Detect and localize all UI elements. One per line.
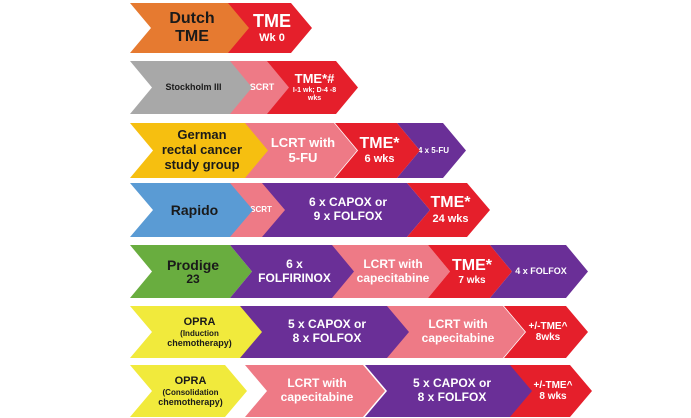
step-label: 24 wks <box>432 212 469 225</box>
step-label: Prodige <box>166 256 220 273</box>
step-label: 5-FU <box>288 149 318 165</box>
step-label: 4 x FOLFOX <box>515 266 567 277</box>
step-label: TME <box>175 28 209 45</box>
step-label: OPRA <box>183 315 216 328</box>
chevron-step: Rapido <box>130 183 255 237</box>
step-label: (Induction <box>180 328 219 338</box>
step-label: +/-TME^ <box>533 379 573 391</box>
step-label: wks <box>307 94 322 102</box>
step-label: +/-TME^ <box>528 320 568 332</box>
step-label: 7 wks <box>458 274 486 286</box>
step-label: Wk 0 <box>259 32 285 45</box>
step-label: 6 wks <box>364 153 395 166</box>
step-label: LCRT with <box>270 134 336 150</box>
step-label: Rapido <box>170 201 219 218</box>
step-label: 9 x FOLFOX <box>313 209 383 223</box>
step-label: 8 wks <box>539 391 567 402</box>
step-label: TME* <box>452 256 492 274</box>
step-label: 5 x CAPOX or <box>412 376 492 391</box>
step-label: TME* <box>359 134 400 152</box>
step-label: 4 x 5-FU <box>417 145 450 155</box>
step-label: chemotherapy) <box>167 337 232 348</box>
step-label: TME* <box>430 194 471 212</box>
chevron-step: Stockholm III <box>130 61 253 114</box>
step-label: 6 x CAPOX or <box>308 195 388 210</box>
step-label: 5 x CAPOX or <box>287 317 367 332</box>
step-label: 8 x FOLFOX <box>417 390 487 404</box>
step-label: capecitabine <box>421 331 495 345</box>
step-label: 23 <box>186 271 200 286</box>
step-label: SCRT <box>250 205 272 215</box>
step-label: capecitabine <box>280 390 354 404</box>
step-label: TME*# <box>294 70 335 86</box>
chevron-step: 4 x FOLFOX <box>490 245 588 298</box>
step-label: SCRT <box>249 82 275 93</box>
step-label: rectal cancer <box>161 142 243 158</box>
step-label: LCRT with <box>428 317 488 332</box>
step-label: FOLFIRINOX <box>258 270 331 285</box>
step-label: Stockholm III <box>165 82 222 93</box>
step-label: Dutch <box>169 9 215 27</box>
step-label: 8 x FOLFOX <box>292 331 362 345</box>
step-label: 6 x <box>286 256 303 271</box>
step-label: 8wks <box>535 332 561 343</box>
step-label: LCRT with <box>363 256 423 271</box>
step-label: OPRA <box>174 374 207 387</box>
step-label: LCRT with <box>287 376 347 391</box>
step-label: I-1 wk; D-4 -8 <box>292 86 337 94</box>
step-label: TME <box>253 11 291 32</box>
step-label: capecitabine <box>356 270 430 285</box>
step-label: German <box>177 127 227 143</box>
step-label: (Consolidation <box>162 387 219 397</box>
step-label: chemotherapy) <box>158 396 223 407</box>
step-label: study group <box>164 156 240 172</box>
